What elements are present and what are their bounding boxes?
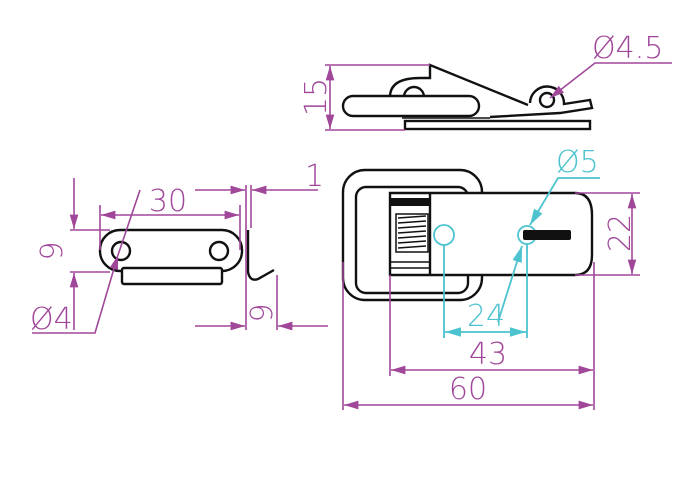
hole-diameter-label: Ø5: [556, 145, 599, 180]
catch-plate: [98, 228, 244, 273]
slider-height-label: 22: [603, 214, 638, 252]
catch-hole-right: [208, 240, 230, 262]
latch-body-outline: [388, 63, 529, 107]
spring-icon: [390, 213, 430, 269]
hook-depth-label: 9: [245, 303, 280, 322]
latch-arm: [341, 94, 481, 118]
catch-length-label: 30: [149, 184, 187, 219]
catch-height-label: 9: [35, 241, 70, 260]
overall-length-label: 60: [449, 372, 487, 407]
hinge-pin: [402, 85, 426, 98]
base-plate: [403, 119, 592, 131]
roller-pin: [538, 91, 556, 109]
thickness-label: 1: [305, 159, 324, 194]
front-view: 22 Ø5 24 43 60: [341, 145, 640, 410]
slot: [523, 230, 571, 240]
spring-cap: [390, 198, 430, 206]
slider-length-label: 43: [469, 337, 507, 372]
hole-diameter-leader: [529, 177, 600, 226]
catch-side-profile: [246, 230, 275, 281]
catch-hole-diameter-label: Ø4: [30, 302, 73, 337]
catch-hole-diameter-leader: [32, 254, 119, 334]
roller-diameter-label: Ø4.5: [592, 31, 663, 66]
top-view: 15 Ø4.5: [299, 31, 672, 131]
catch-hole-left: [110, 240, 132, 262]
hole-spacing-label: 24: [467, 299, 505, 334]
height-label: 15: [299, 78, 334, 116]
catch-tab: [120, 266, 224, 286]
catch-plate-view: 30 9 Ø4 1 9: [30, 159, 328, 337]
roller-diameter-leader: [549, 62, 672, 99]
